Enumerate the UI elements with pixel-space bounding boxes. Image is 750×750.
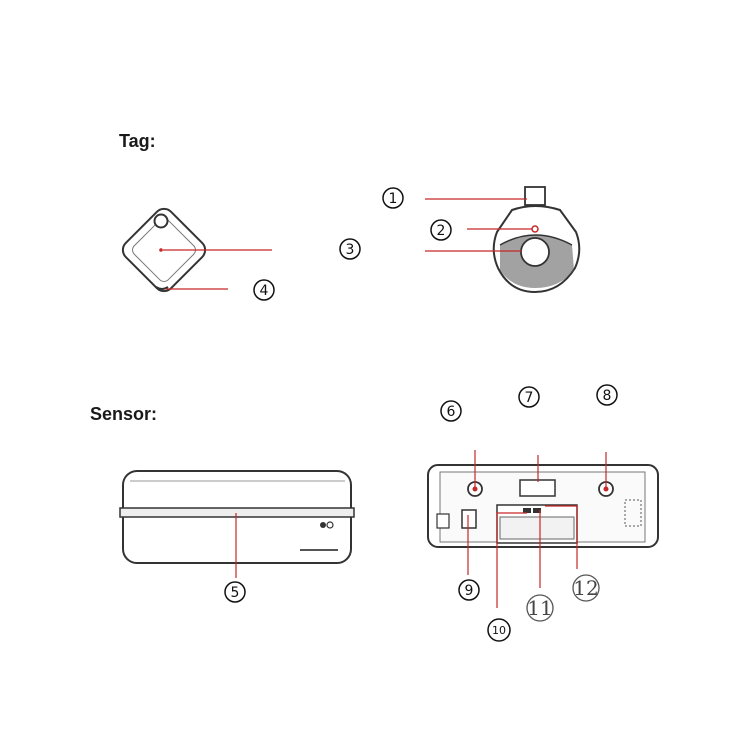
sensor-back-view — [427, 464, 659, 548]
svg-text:1: 1 — [389, 191, 398, 207]
callout-6: 6 — [440, 400, 462, 422]
svg-text:10: 10 — [492, 624, 506, 637]
svg-text:2: 2 — [437, 223, 446, 239]
callout-7: 7 — [518, 386, 540, 408]
svg-text:7: 7 — [525, 390, 534, 406]
svg-text:5: 5 — [231, 585, 240, 601]
tag-led — [531, 225, 539, 233]
callout-12: 12 — [572, 574, 600, 602]
svg-text:6: 6 — [447, 404, 456, 420]
tag-side-view — [492, 186, 581, 294]
callout-markers: 1 2 3 4 5 6 7 8 — [224, 187, 618, 642]
sensor-leader-lines — [235, 450, 607, 608]
callout-9: 9 — [458, 579, 480, 601]
svg-text:12: 12 — [573, 576, 598, 600]
svg-text:4: 4 — [260, 283, 269, 299]
tag-clip — [524, 186, 546, 206]
keyring-hole-icon — [153, 213, 169, 229]
tag-leader-lines — [163, 198, 532, 290]
tag-button — [520, 237, 550, 267]
tag-section-label: Tag: — [119, 131, 156, 151]
svg-text:11: 11 — [527, 596, 552, 620]
callout-4: 4 — [253, 279, 275, 301]
callout-3: 3 — [339, 238, 361, 260]
svg-text:9: 9 — [465, 583, 474, 599]
callout-10: 10 — [487, 618, 511, 642]
callout-2: 2 — [430, 219, 452, 241]
callout-11: 11 — [526, 594, 554, 622]
svg-text:8: 8 — [603, 388, 612, 404]
callout-8: 8 — [596, 384, 618, 406]
callout-1: 1 — [382, 187, 404, 209]
callout-5: 5 — [224, 581, 246, 603]
svg-text:3: 3 — [346, 242, 355, 258]
sensor-front-view — [119, 470, 355, 564]
tag-center-dot — [159, 248, 163, 252]
sensor-section-label: Sensor: — [90, 404, 158, 424]
